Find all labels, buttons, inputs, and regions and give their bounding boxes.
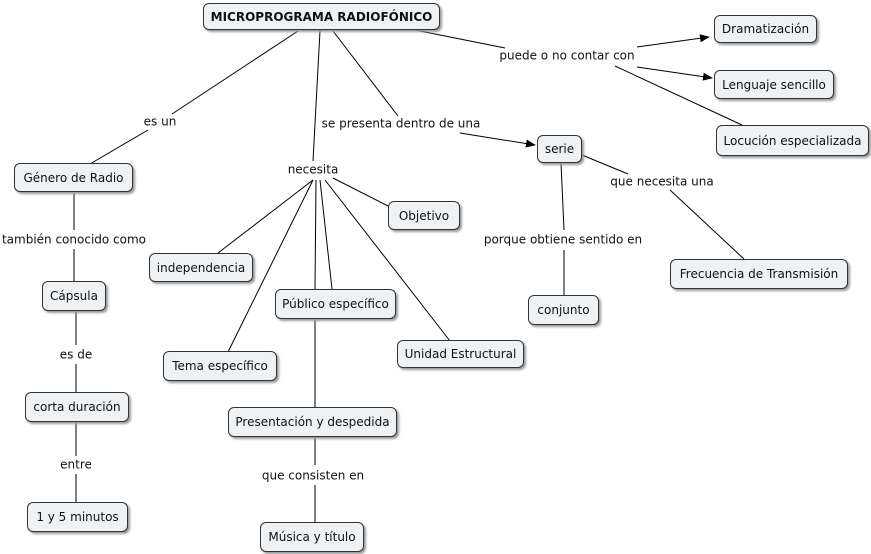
node-unidad-estructural[interactable]: Unidad Estructural bbox=[397, 340, 524, 368]
node-serie[interactable]: serie bbox=[537, 135, 582, 163]
edge-root-necesita bbox=[312, 30, 321, 162]
edge-necesita-objetivo bbox=[332, 177, 389, 207]
edge-serie-porque bbox=[560, 162, 565, 231]
edge-root-es-un bbox=[171, 30, 299, 115]
edge-necesita-independencia bbox=[217, 179, 314, 254]
link-puede-no-contar: puede o no contar con bbox=[497, 48, 637, 64]
edge-necesita-unidad bbox=[324, 179, 451, 342]
edge-puede-dramatizacion bbox=[636, 34, 710, 48]
edge-root-sepresenta bbox=[332, 30, 399, 117]
link-que-consisten: que consisten en bbox=[259, 468, 367, 484]
edge-es-un-genero bbox=[89, 129, 149, 165]
node-tema-especifico[interactable]: Tema específico bbox=[163, 351, 277, 381]
node-musica-titulo[interactable]: Música y título bbox=[260, 522, 364, 552]
node-corta-duracion[interactable]: corta duración bbox=[25, 392, 129, 422]
link-es-de: es de bbox=[57, 347, 95, 363]
edge-root-puede bbox=[414, 29, 506, 49]
edge-necesita-tema bbox=[227, 179, 314, 353]
node-presentacion-despedida[interactable]: Presentación y despedida bbox=[228, 407, 397, 437]
edge-puede-lenguaje bbox=[636, 66, 713, 81]
node-capsula[interactable]: Cápsula bbox=[42, 281, 106, 311]
link-que-necesita: que necesita una bbox=[608, 174, 716, 190]
node-lenguaje-sencillo[interactable]: Lenguaje sencillo bbox=[714, 70, 834, 99]
edge-serie-quenecesita bbox=[581, 154, 629, 175]
edge-sepresenta-serie bbox=[459, 132, 536, 148]
edge-necesita-publico2 bbox=[319, 179, 333, 290]
link-se-presenta: se presenta dentro de una bbox=[319, 116, 483, 132]
node-dramatizacion[interactable]: Dramatización bbox=[714, 15, 817, 43]
node-microprograma[interactable]: MICROPROGRAMA RADIOFÓNICO bbox=[203, 3, 440, 30]
link-necesita: necesita bbox=[285, 162, 341, 178]
edge-quenecesita-frecuencia bbox=[669, 189, 745, 260]
node-genero-de-radio[interactable]: Género de Radio bbox=[14, 163, 133, 192]
edge-puede-locucion bbox=[614, 65, 743, 126]
node-independencia[interactable]: independencia bbox=[149, 253, 253, 282]
link-entre: entre bbox=[58, 457, 94, 473]
node-minutos[interactable]: 1 y 5 minutos bbox=[27, 502, 128, 532]
node-frecuencia-transmision[interactable]: Frecuencia de Transmisión bbox=[670, 259, 848, 289]
link-porque-obtiene: porque obtiene sentido en bbox=[481, 232, 645, 248]
link-es-un: es un bbox=[141, 114, 179, 130]
node-conjunto[interactable]: conjunto bbox=[528, 295, 599, 325]
node-locucion-especializada[interactable]: Locución especializada bbox=[716, 125, 869, 156]
node-objetivo[interactable]: Objetivo bbox=[388, 201, 460, 230]
edge-necesita-publico bbox=[314, 179, 317, 290]
link-tambien-conocido: también conocido como bbox=[0, 232, 149, 248]
node-publico-especifico[interactable]: Público específico bbox=[275, 289, 396, 319]
